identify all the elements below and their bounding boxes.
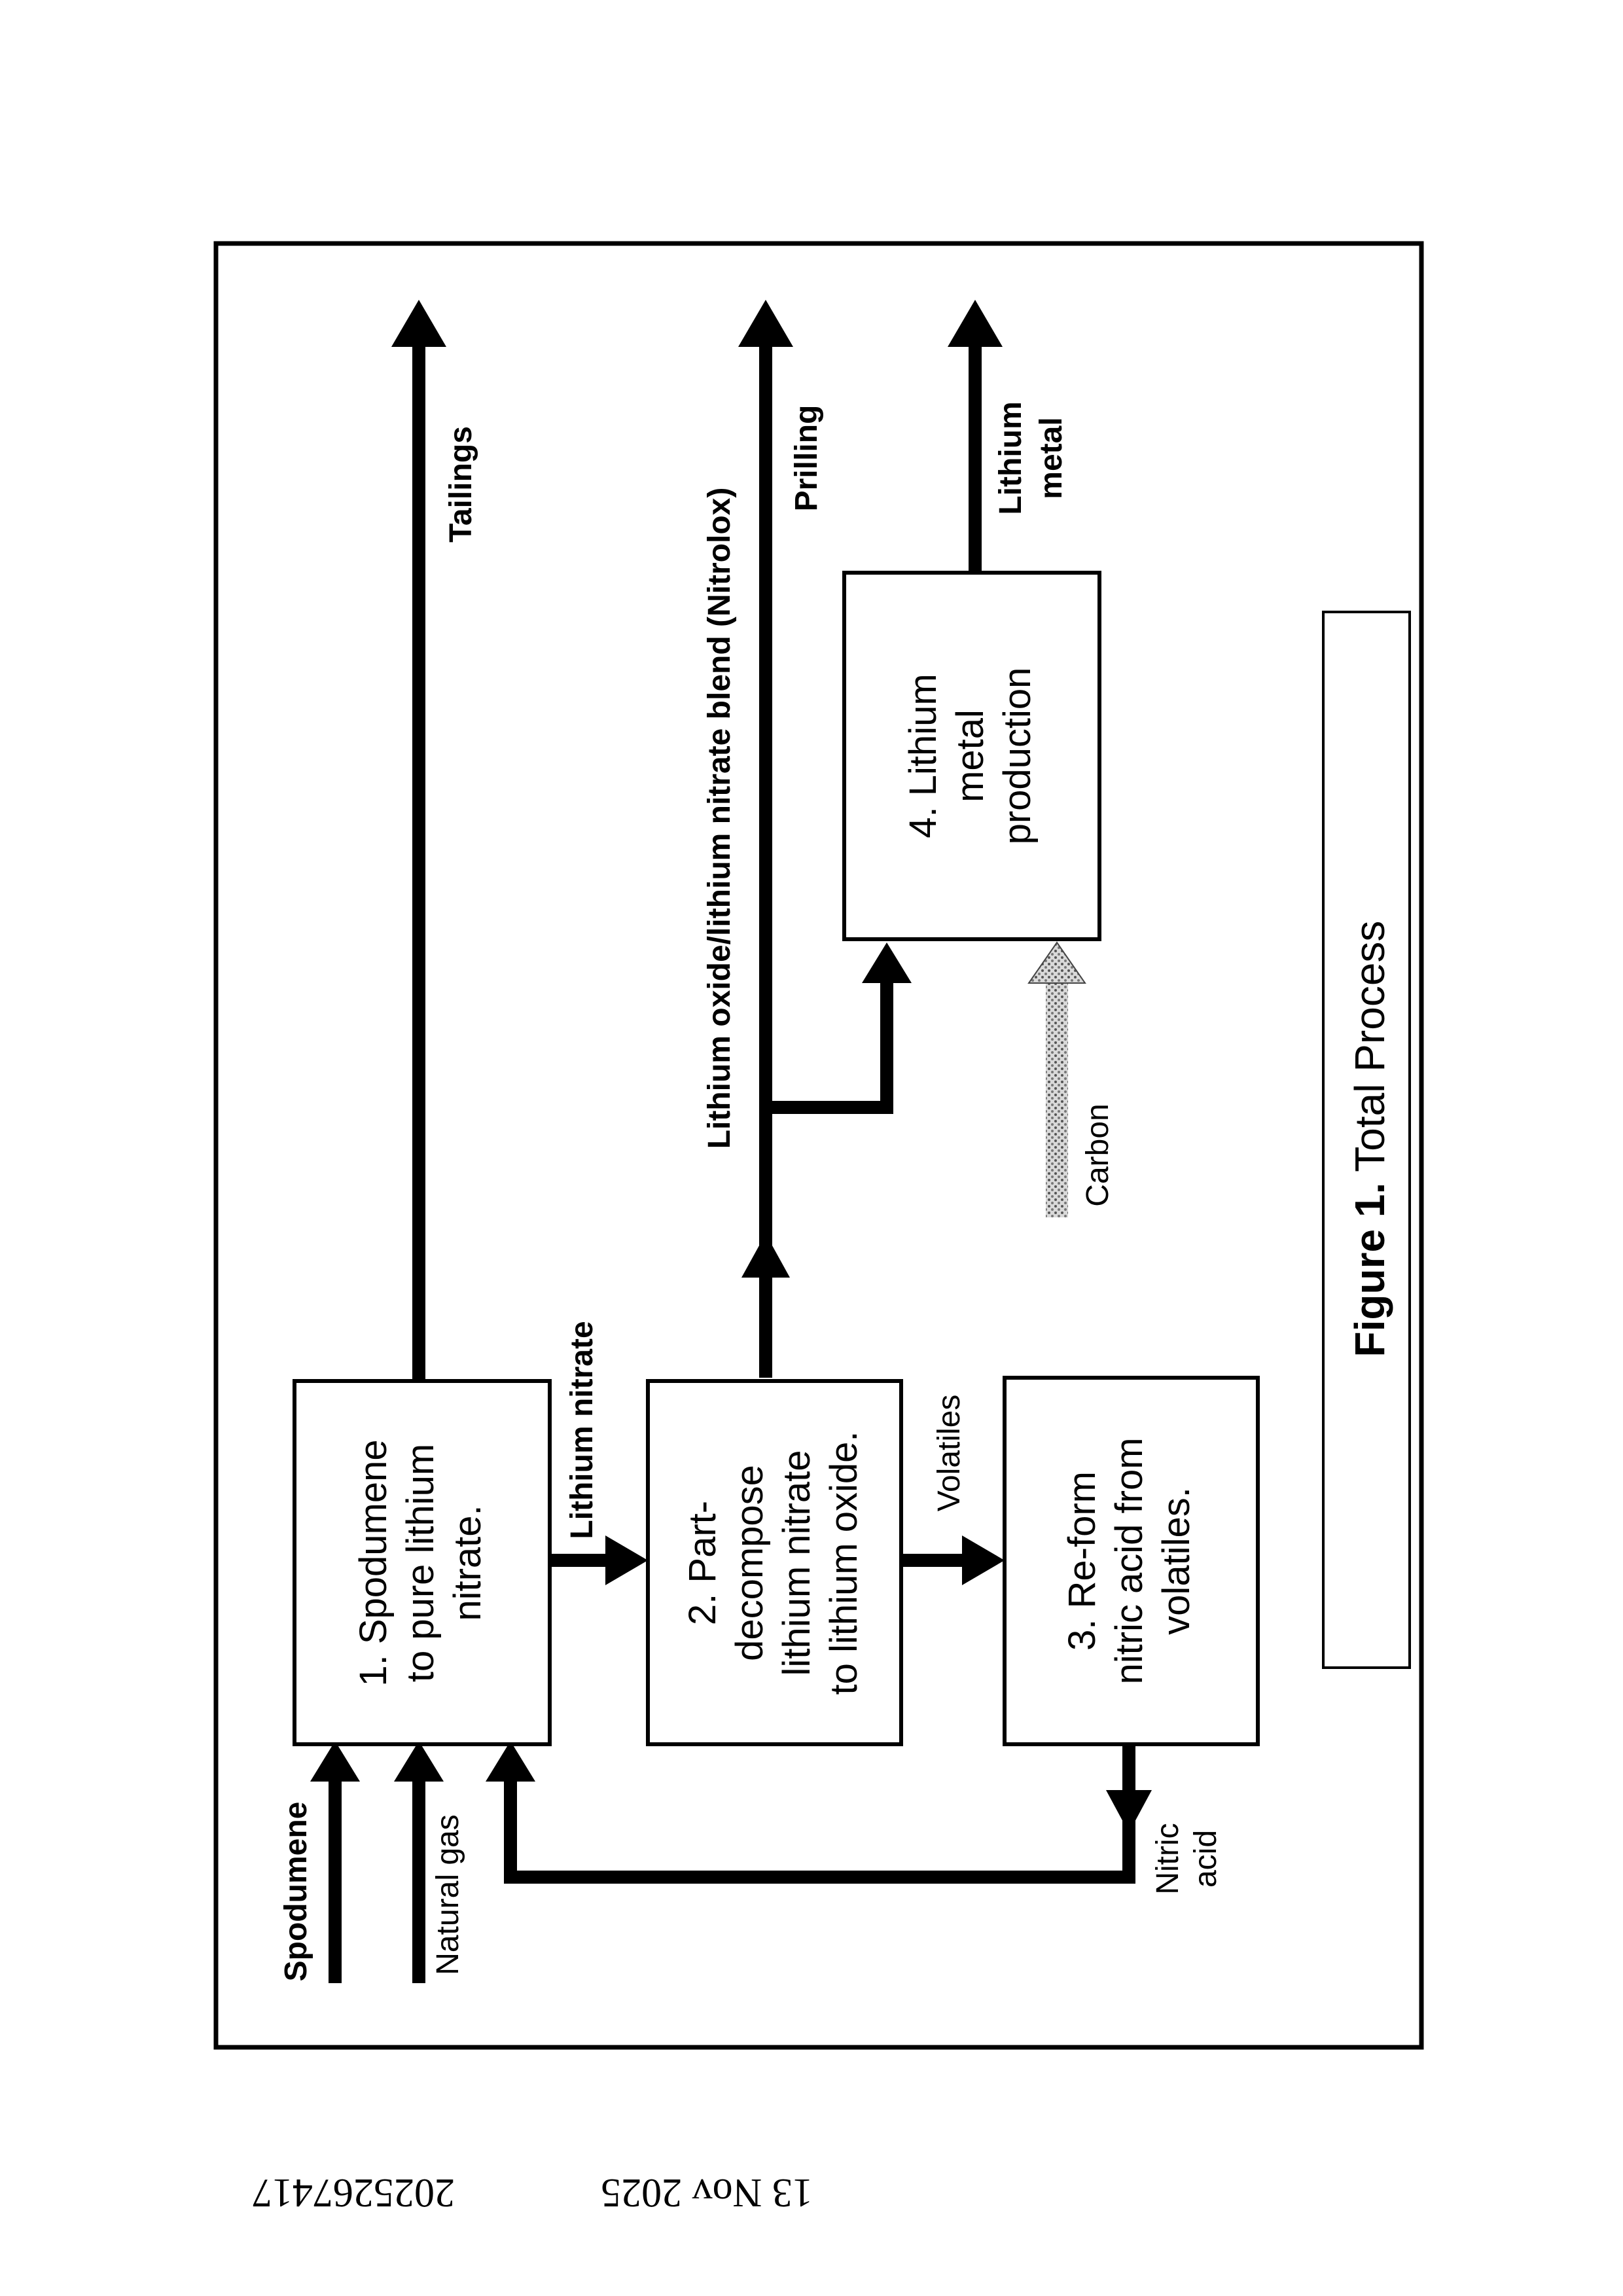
figure-caption: Figure 1. Total Process (1346, 921, 1393, 1357)
nitrolox-blend-label: Lithium oxide/lithium nitrate blend (Nit… (702, 488, 737, 1149)
branch-to-metal-production-arrow (766, 942, 912, 1107)
process-4-line-3: production (996, 668, 1039, 845)
volatiles-transfer-arrow (901, 1535, 1005, 1585)
spodumene-label: Spodumene (279, 1802, 313, 1982)
process-box-3: 3. Re-form nitric acid from volatiles. (1005, 1378, 1258, 1744)
natural-gas-label: Natural gas (431, 1814, 465, 1975)
spodumene-input-arrow (310, 1741, 360, 1983)
process-4-line-1: 4. Lithium (902, 673, 944, 838)
svg-text:acid: acid (1188, 1830, 1223, 1888)
nitric-acid-label: Nitric acid (1150, 1823, 1223, 1894)
process-3-line-1: 3. Re-form (1061, 1471, 1103, 1651)
process-3-line-3: volatiles. (1155, 1487, 1198, 1635)
lithium-nitrate-label: Lithium nitrate (565, 1321, 599, 1539)
nitric-acid-recycle-arrow (486, 1741, 1152, 1877)
prilling-label: Prilling (789, 405, 824, 512)
svg-text:metal: metal (1034, 417, 1069, 499)
process-2-line-3: lithium nitrate (776, 1450, 818, 1676)
document-number: 2025267417 (252, 2170, 455, 2215)
process-4-line-2: metal (949, 709, 991, 802)
tailings-label: Tailings (444, 426, 478, 543)
process-box-1: 1. Spodumene to pure lithium nitrate. (294, 1381, 550, 1744)
process-box-2: 2. Part- decompose lithium nitrate to li… (648, 1381, 901, 1744)
tailings-output-arrow (391, 300, 446, 1381)
process-2-line-4: to lithium oxide. (823, 1431, 865, 1695)
process-1-line-3: nitrate. (446, 1505, 489, 1621)
nitrolox-output-arrow (738, 300, 793, 1378)
lithium-nitrate-transfer-arrow (550, 1535, 648, 1585)
document-date: 13 Nov 2025 (601, 2170, 813, 2215)
figure-frame (216, 243, 1421, 2047)
caption-prefix: Figure 1. (1346, 1183, 1393, 1357)
process-3-line-2: nitric acid from (1108, 1437, 1150, 1684)
process-box-4: 4. Lithium metal production (844, 573, 1099, 939)
carbon-input-arrow (1029, 942, 1085, 1217)
process-1-line-1: 1. Spodumene (352, 1439, 395, 1686)
process-2-line-1: 2. Part- (681, 1501, 724, 1625)
svg-text:Lithium: Lithium (993, 401, 1028, 514)
svg-text:Nitric: Nitric (1150, 1823, 1185, 1894)
process-2-line-2: decompose (728, 1465, 771, 1661)
process-1-line-2: to pure lithium (399, 1444, 442, 1682)
caption-text: Total Process (1346, 921, 1393, 1172)
volatiles-label: Volatiles (932, 1395, 967, 1512)
carbon-label: Carbon (1080, 1103, 1115, 1206)
lithium-metal-label: Lithium metal (993, 401, 1069, 514)
